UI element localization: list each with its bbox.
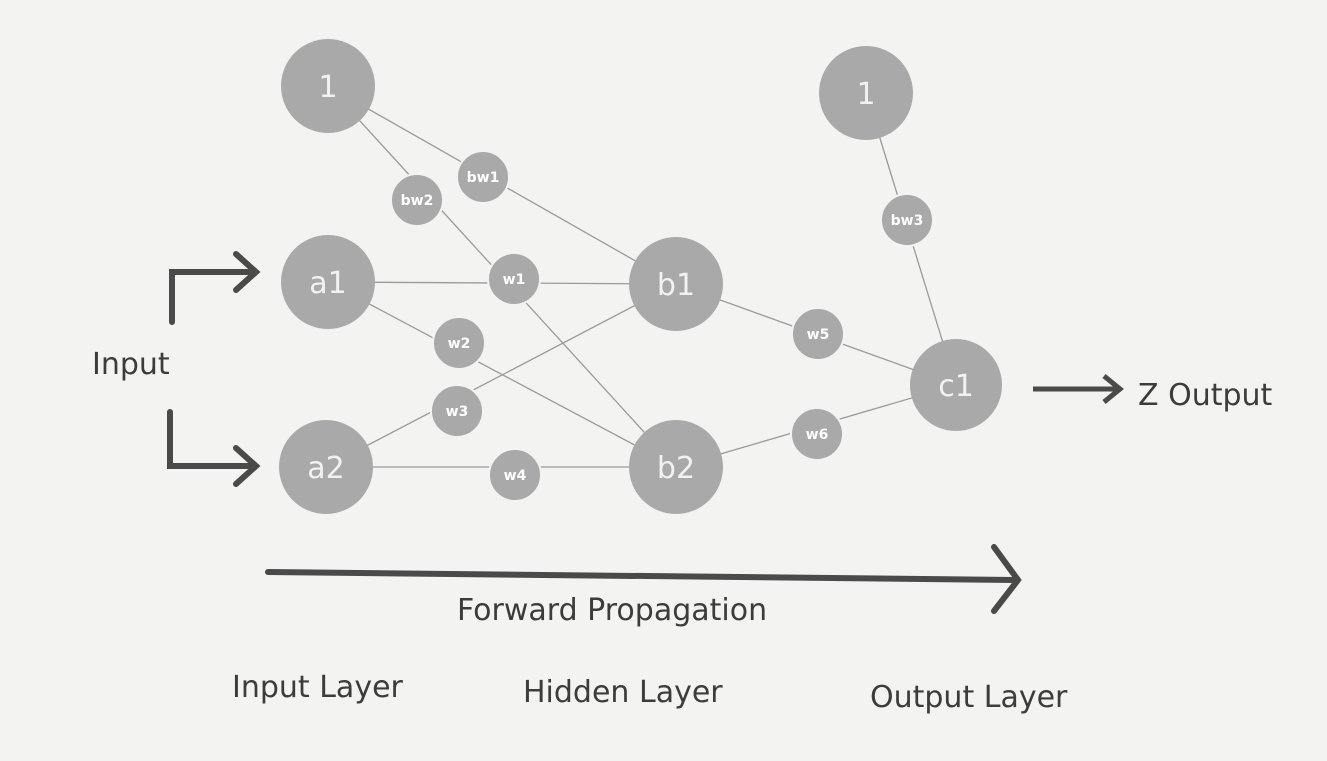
weight-bw3-label: bw3 (891, 213, 924, 229)
input-layer-label: Input Layer (232, 670, 404, 705)
forward-propagation-arrow (265, 544, 1022, 614)
output-arrow (1033, 374, 1124, 404)
weight-w5-label: w5 (807, 327, 830, 343)
node-a1-label: a1 (309, 266, 346, 301)
weight-w6-label: w6 (806, 427, 829, 443)
output-label: Z Output (1138, 378, 1273, 413)
weight-bw1 (456, 150, 510, 204)
node-bias-input-label: 1 (318, 70, 337, 105)
node-c1-label: c1 (938, 369, 974, 404)
edge-a2-b1 (325, 283, 677, 468)
node-b1-label: b1 (657, 268, 695, 303)
node-a1 (281, 235, 375, 329)
forward-arrow-line (265, 569, 1017, 583)
weight-w5 (791, 307, 845, 361)
node-b2-label: b2 (657, 451, 695, 486)
weight-w3 (430, 384, 484, 438)
weight-w6 (790, 407, 844, 461)
input-label: Input (92, 347, 170, 382)
weight-w1 (487, 252, 541, 306)
weight-w2-label: w2 (448, 336, 471, 352)
node-bias-output (819, 46, 913, 140)
weight-bw2-label: bw2 (401, 193, 434, 209)
weight-w3-label: w3 (446, 404, 469, 420)
forward-arrow-head (991, 544, 1022, 614)
forward-propagation-label: Forward Propagation (457, 593, 767, 628)
weight-w1-label: w1 (503, 272, 526, 288)
node-bias-output-label: 1 (856, 77, 875, 112)
node-a2 (279, 420, 373, 514)
output-layer-label: Output Layer (870, 680, 1068, 715)
weight-bw3 (880, 193, 934, 247)
node-b1 (629, 237, 723, 331)
neuron-nodes: 1 a1 a2 b1 b2 1 c1 (279, 39, 1002, 514)
weight-w4-label: w4 (504, 468, 527, 484)
weight-bw2 (390, 173, 444, 227)
weight-w4 (488, 448, 542, 502)
output-arrow-head (1102, 374, 1124, 404)
input-arrow-top-head (233, 251, 261, 293)
weight-bw1-label: bw1 (467, 170, 500, 186)
input-arrow-bottom (167, 409, 253, 469)
weight-w2 (432, 316, 486, 370)
input-arrows (167, 251, 261, 487)
node-a2-label: a2 (307, 451, 344, 486)
hidden-layer-label: Hidden Layer (523, 675, 723, 710)
weight-nodes: bw1 bw2 w1 w2 w3 w4 w5 w6 bw3 (390, 150, 934, 502)
node-b2 (629, 420, 723, 514)
node-bias-input (281, 39, 375, 133)
input-arrow-top (169, 269, 253, 325)
input-arrow-bottom-head (233, 445, 261, 487)
node-c1 (910, 339, 1002, 431)
